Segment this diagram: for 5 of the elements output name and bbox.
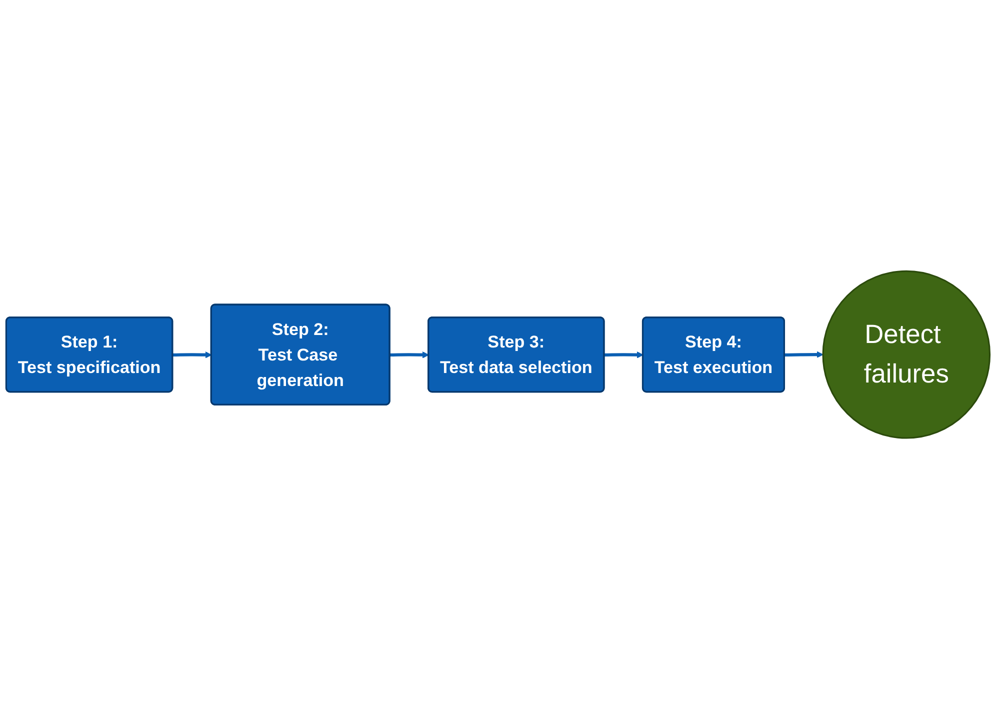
arrow	[784, 352, 824, 358]
arrow	[604, 352, 644, 359]
arrow	[390, 352, 430, 359]
node-circle: Detect failures	[822, 270, 991, 440]
arrow	[172, 352, 212, 359]
